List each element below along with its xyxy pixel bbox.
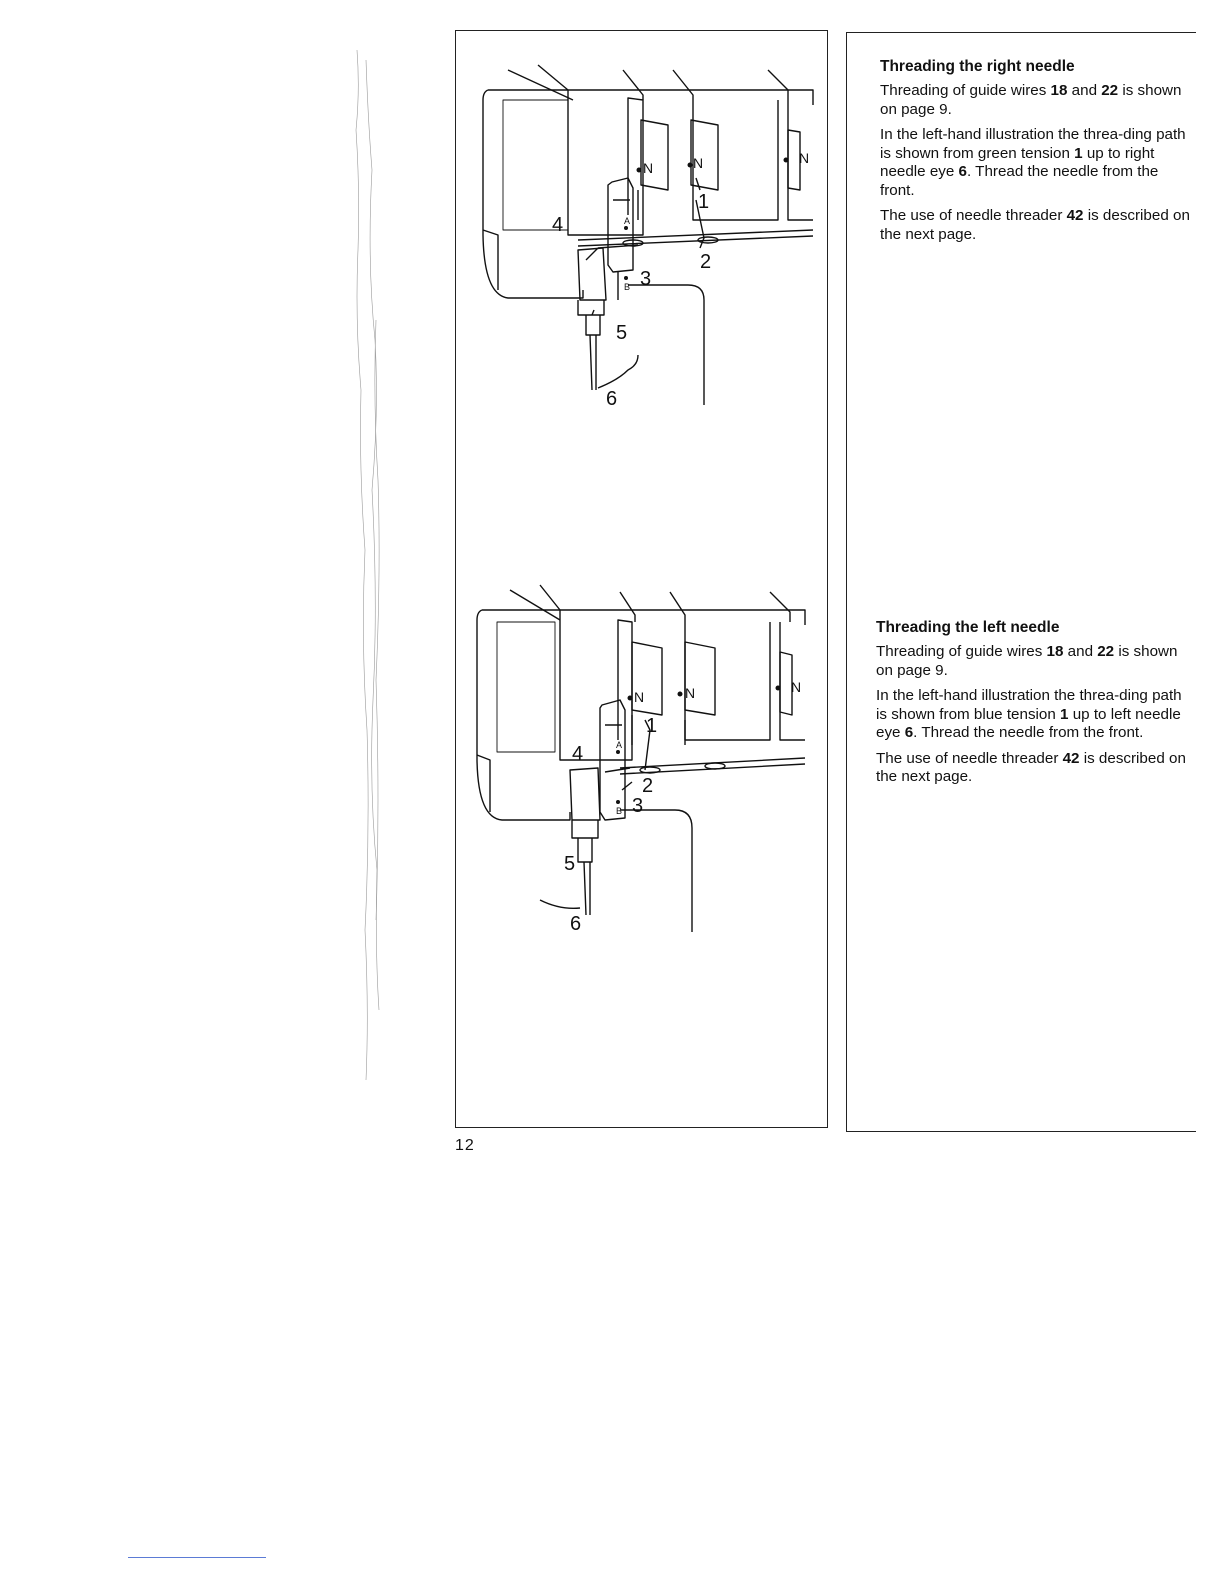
tension-mark-2: N xyxy=(685,685,695,701)
footer-rule xyxy=(128,1557,266,1558)
needle-clamp xyxy=(577,247,607,301)
looper-cover xyxy=(599,699,626,821)
tension-mark-3: N xyxy=(791,679,801,695)
callout-3: 3 xyxy=(632,795,643,817)
guide-bar xyxy=(577,229,814,247)
thread-path xyxy=(585,199,705,261)
needles xyxy=(583,861,591,916)
left-needle-paragraph-1: Threading of guide wires 18 and 22 is sh… xyxy=(876,643,1178,679)
callout-2: 2 xyxy=(642,775,653,797)
left-needle-paragraph-3: The use of needle threader 42 is describ… xyxy=(876,749,1186,786)
top-edge xyxy=(507,64,789,101)
callout-5: 5 xyxy=(616,322,627,344)
left-needle-paragraph-2: In the left-hand illustration the threa-… xyxy=(876,687,1182,741)
tension-dial-2 xyxy=(684,641,716,745)
needles xyxy=(589,334,597,391)
right-needle-paragraph-2: In the left-hand illustration the threa-… xyxy=(880,126,1186,199)
right-needle-paragraph-3: The use of needle threader 42 is describ… xyxy=(880,207,1190,243)
tension-mark-3: N xyxy=(799,150,809,166)
callout-1: 1 xyxy=(646,715,657,737)
leader-1 xyxy=(695,177,701,191)
mark-b: B xyxy=(624,282,630,292)
tension-panel-2 xyxy=(692,100,779,221)
looper-cover xyxy=(607,177,634,273)
tension-dial-1 xyxy=(631,641,663,745)
leader-6 xyxy=(539,899,581,910)
page-number: 12 xyxy=(455,1137,475,1154)
mark-a: A xyxy=(624,216,630,226)
needle-clamp xyxy=(569,767,601,821)
machine-housing xyxy=(476,609,806,821)
illustration-frame xyxy=(455,30,828,1128)
callout-4: 4 xyxy=(552,214,563,236)
machine-housing xyxy=(482,89,814,299)
tension-dial-3 xyxy=(779,651,793,716)
callout-6: 6 xyxy=(606,388,617,410)
top-edge xyxy=(509,584,791,622)
tension-dial-3 xyxy=(787,129,801,191)
right-needle-paragraph-1: Threading of guide wires 18 and 22 is sh… xyxy=(880,82,1182,118)
tension-mark-1: N xyxy=(643,160,653,176)
cable xyxy=(628,284,705,405)
callout-2: 2 xyxy=(700,251,711,273)
tension-mark-2: N xyxy=(693,155,703,171)
left-needle-section: Threading the left needle Threading of g… xyxy=(876,618,1191,794)
tension-panel-1 xyxy=(559,610,633,761)
callout-1: 1 xyxy=(698,191,709,213)
callout-6: 6 xyxy=(570,913,581,935)
right-needle-section: Threading the right needle Threading of … xyxy=(880,57,1195,251)
leader-2 xyxy=(621,781,633,791)
right-needle-threading-illustration: N N N A B 1 2 3 4 5 6 xyxy=(478,60,823,410)
scan-speckle xyxy=(355,49,380,1081)
tension-panel-1 xyxy=(567,90,644,236)
tension-dial-1 xyxy=(637,119,669,220)
left-needle-threading-illustration: N N N A B 1 2 3 4 5 6 xyxy=(470,580,815,940)
callout-3: 3 xyxy=(640,268,651,290)
left-needle-heading: Threading the left needle xyxy=(876,619,1060,636)
guide-bar xyxy=(619,757,806,775)
tension-panel-2 xyxy=(684,622,771,741)
mark-a: A xyxy=(616,740,622,750)
mark-b: B xyxy=(616,806,622,816)
tension-mark-1: N xyxy=(634,689,644,705)
callout-5: 5 xyxy=(564,853,575,875)
right-needle-heading: Threading the right needle xyxy=(880,58,1075,75)
callout-4: 4 xyxy=(572,743,583,765)
cable xyxy=(620,809,693,932)
thread-path xyxy=(604,719,651,773)
text-frame xyxy=(846,32,1196,1132)
leader-6 xyxy=(597,354,639,389)
